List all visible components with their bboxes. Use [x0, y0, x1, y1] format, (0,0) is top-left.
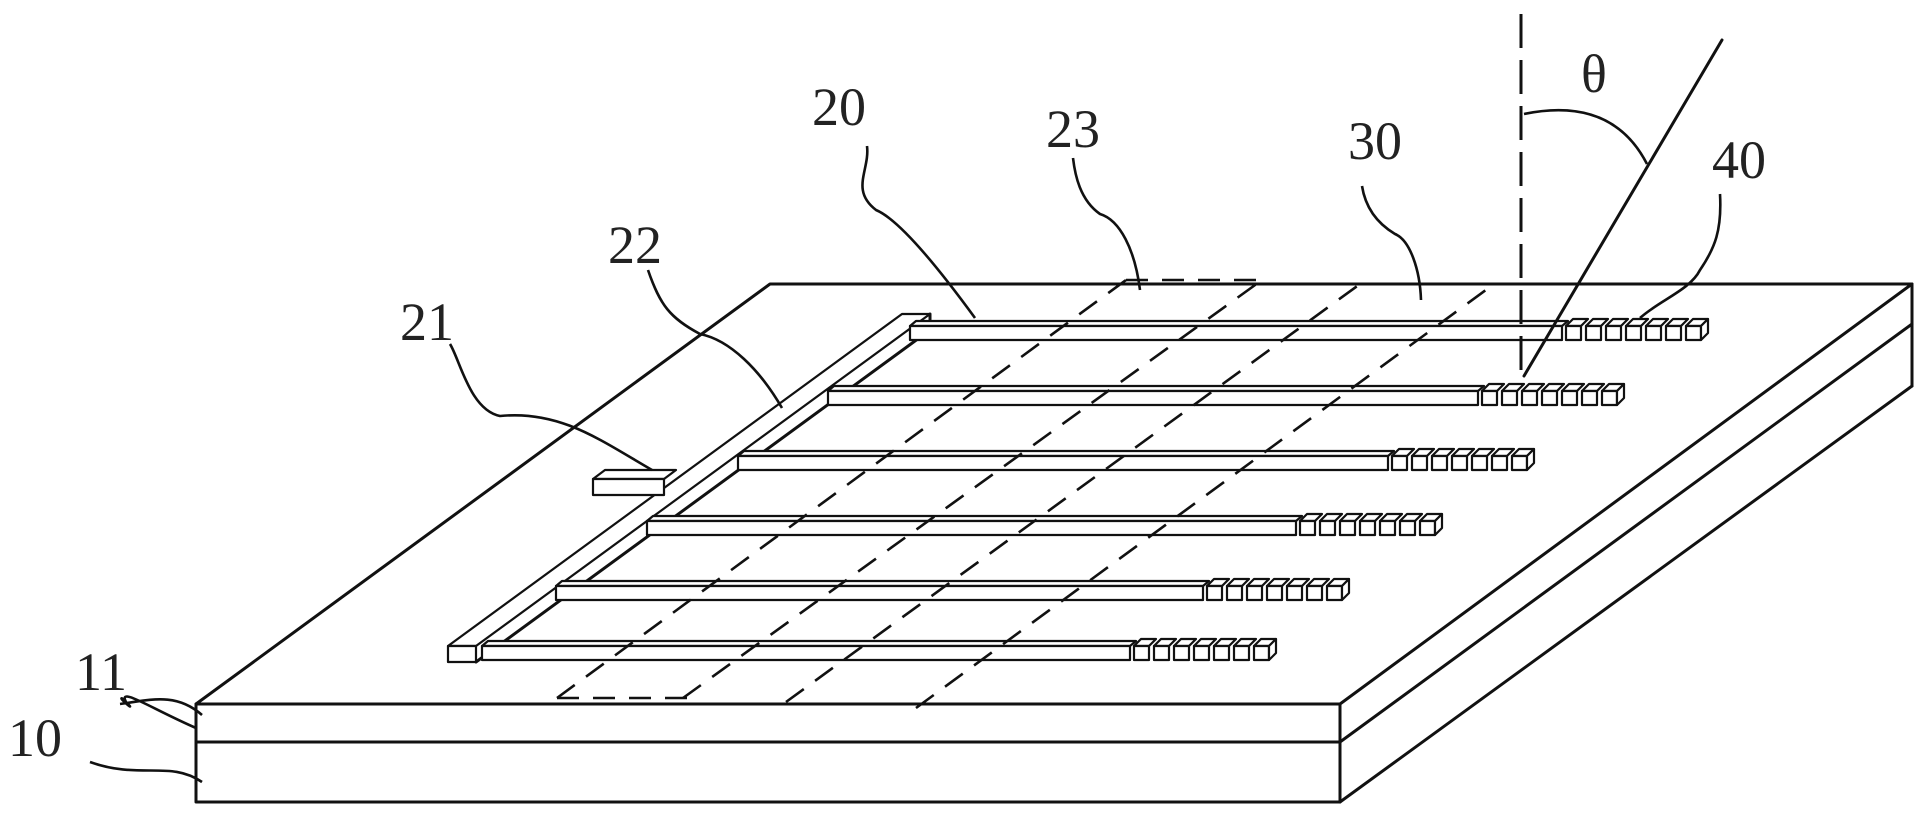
grating-block [1580, 389, 1599, 407]
grating-block [1500, 389, 1519, 407]
grating-block [1252, 644, 1271, 662]
grating-block [1192, 644, 1211, 662]
grating-block-side [1615, 382, 1626, 407]
grating-block-side [1525, 447, 1536, 472]
grating-block [1212, 644, 1231, 662]
grating-block [1470, 454, 1489, 472]
grating-block [1132, 644, 1151, 662]
grating-block [1318, 519, 1337, 537]
grating-block [1480, 389, 1499, 407]
grating-block [1305, 584, 1324, 602]
grating-block [1644, 324, 1663, 342]
label-23: 23 [1046, 99, 1100, 159]
grating-block [1584, 324, 1603, 342]
grating-block [1152, 644, 1171, 662]
grating-block [1325, 584, 1344, 602]
grating-couplers [1132, 317, 1710, 662]
grating-block [1510, 454, 1529, 472]
grating-block-side [1340, 577, 1351, 602]
grating-block [1564, 324, 1583, 342]
grating-block [1490, 454, 1509, 472]
grating-block [1358, 519, 1377, 537]
label-30: 30 [1348, 111, 1402, 171]
reference-labels: 11 10 21 22 20 23 30 40 θ [8, 44, 1766, 768]
contact-pad [591, 468, 678, 497]
grating-block [1604, 324, 1623, 342]
label-22: 22 [608, 215, 662, 275]
grating-block [1410, 454, 1429, 472]
grating-block [1265, 584, 1284, 602]
grating-block [1172, 644, 1191, 662]
dashed-waveguide-lines [556, 278, 1495, 710]
electrode-fingers [480, 319, 1570, 662]
grating-block [1378, 519, 1397, 537]
label-theta: θ [1581, 44, 1607, 104]
grating-block [1430, 454, 1449, 472]
grating-block [1245, 584, 1264, 602]
grating-block [1600, 389, 1619, 407]
grating-block [1684, 324, 1703, 342]
grating-block [1624, 324, 1643, 342]
grating-block [1390, 454, 1409, 472]
grating-block [1232, 644, 1251, 662]
grating-block [1338, 519, 1357, 537]
grating-block [1205, 584, 1224, 602]
grating-block [1520, 389, 1539, 407]
label-11: 11 [75, 642, 127, 702]
grating-block [1298, 519, 1317, 537]
label-21: 21 [400, 292, 454, 352]
leader-lines [89, 145, 1722, 784]
grating-block [1560, 389, 1579, 407]
grating-block-side [1699, 317, 1710, 342]
grating-block [1225, 584, 1244, 602]
grating-block [1540, 389, 1559, 407]
grating-block [1450, 454, 1469, 472]
label-20: 20 [812, 77, 866, 137]
incidence-angle [1519, 14, 1724, 380]
grating-block-side [1267, 637, 1278, 662]
bus-bar [446, 312, 932, 664]
grating-block [1398, 519, 1417, 537]
substrate-slab [194, 282, 1914, 804]
grating-block [1664, 324, 1683, 342]
label-40: 40 [1712, 130, 1766, 190]
grating-block [1285, 584, 1304, 602]
label-10: 10 [8, 708, 62, 768]
grating-block [1418, 519, 1437, 537]
grating-block-side [1433, 512, 1444, 537]
